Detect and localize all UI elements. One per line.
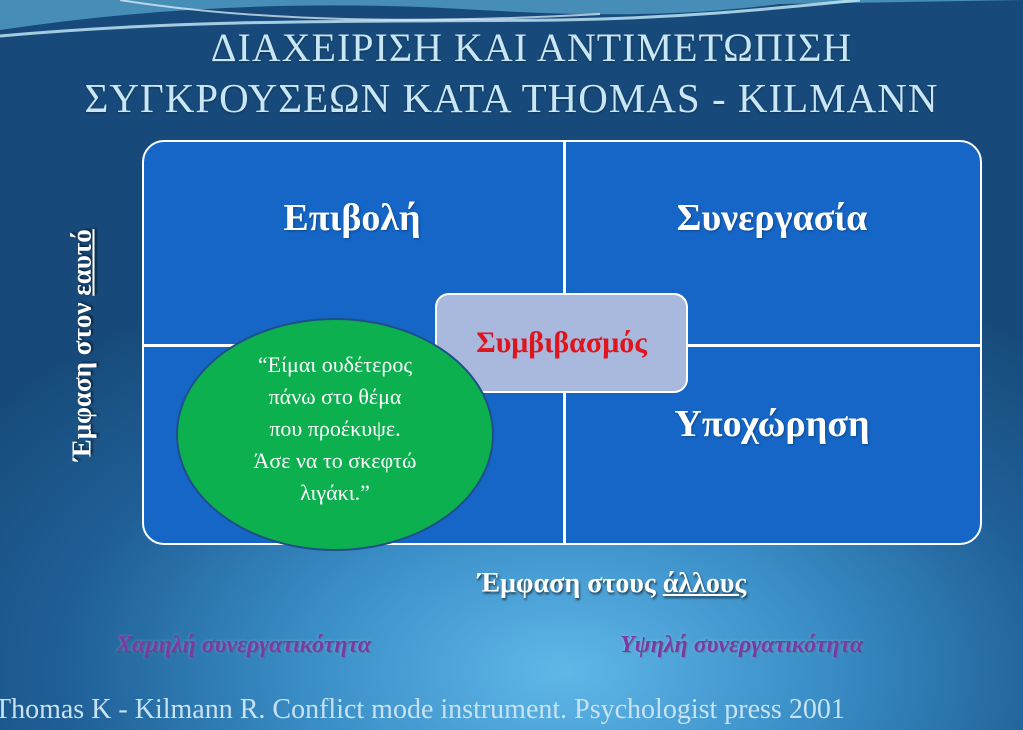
bubble-line: πάνω στο θέμα [268,383,402,409]
compromise-label: Συμβιβασμός [476,326,647,359]
avoidance-speech-bubble: “Είμαι ουδέτερος πάνω στο θέμα που προέκ… [176,318,494,551]
compromise-box: Συμβιβασμός [435,293,688,393]
bubble-line: “Είμαι ουδέτερος [257,351,413,377]
bubble-text: “Είμαι ουδέτερος πάνω στο θέμα που προέκ… [253,349,416,509]
bubble-line: λιγάκι.” [300,479,370,505]
y-axis-label-prefix: Έμφαση στον [66,295,97,461]
decorative-wave [0,0,1023,38]
y-axis-label: Έμφαση στον εαυτό [67,229,98,461]
slide-title-line-2: ΣΥΓΚΡΟΥΣΕΩΝ ΚΑΤΑ THOMAS - KILMANN [84,75,939,121]
citation: Thomas K - Kilmann R. Conflict mode inst… [0,694,845,725]
quadrant-bottom-right-label: Υποχώρηση [674,403,870,445]
bubble-line: που προέκυψε. [269,415,401,441]
bubble-line: Άσε να το σκεφτώ [253,447,417,473]
quadrant-top-right-label: Συνεργασία [676,197,868,239]
x-axis-label: Έμφαση στους άλλους [478,568,746,600]
high-cooperation-label: Υψηλή συνεργατικότητα [620,632,864,658]
quadrant-top-left-label: Επιβολή [283,197,421,239]
x-axis-label-prefix: Έμφαση στους [477,568,663,599]
slide-title-line-1: ΔΙΑΧΕΙΡΙΣΗ ΚΑΙ ΑΝΤΙΜΕΤΩΠΙΣΗ [210,25,853,70]
low-cooperation-label: Χαμηλή συνεργατικότητα [116,632,372,658]
x-axis-label-emphasis: άλλους [662,568,747,599]
y-axis-label-emphasis: εαυτό [66,229,97,296]
